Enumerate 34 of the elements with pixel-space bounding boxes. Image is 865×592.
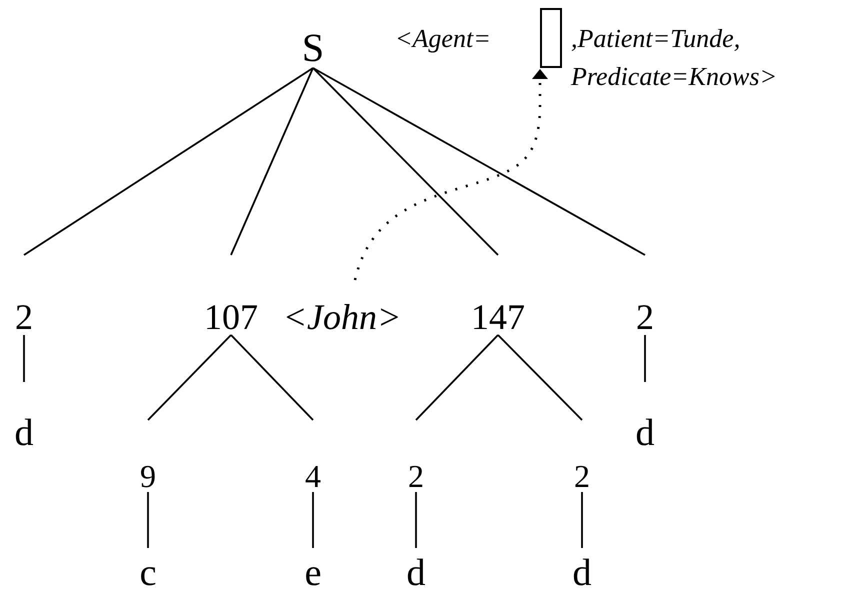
tree-label: 2 <box>15 299 33 335</box>
tree-label: 9 <box>140 460 156 492</box>
tree-branch-line <box>147 334 232 421</box>
tree-branch-line <box>23 335 25 382</box>
tree-label: d <box>14 414 34 452</box>
tree-label: d <box>406 554 426 592</box>
tree-branch-line <box>230 334 314 421</box>
tree-branch-line <box>497 334 583 421</box>
tree-branch-line <box>415 492 417 548</box>
annotation-text: <Agent= <box>395 23 491 55</box>
tree-label: 147 <box>471 299 525 335</box>
tree-branch-line <box>312 67 499 256</box>
annotation-text: ,Patient=Tunde, Predicate=Knows> <box>571 23 778 93</box>
tree-branch-line <box>644 335 646 382</box>
tree-label: c <box>140 554 156 592</box>
tree-branch-line <box>147 492 149 548</box>
tree-label: e <box>304 554 322 592</box>
empty-slot-box <box>540 8 562 68</box>
tree-label: 2 <box>574 460 590 492</box>
tree-branch-line <box>24 67 314 256</box>
tree-label: 2 <box>636 299 654 335</box>
tree-label: d <box>572 554 592 592</box>
tree-branch-line <box>230 68 314 256</box>
tree-label: S <box>302 28 324 68</box>
tree-branch-line <box>415 334 499 421</box>
tree-branch-line <box>312 492 314 548</box>
tree-label: 2 <box>408 460 424 492</box>
tree-branch-line <box>581 492 583 548</box>
tree-label: d <box>636 414 654 452</box>
dotted-arrow <box>354 69 548 280</box>
tree-label: <John> <box>282 299 402 335</box>
tree-label: 107 <box>204 299 258 335</box>
tree-label: 4 <box>305 460 321 492</box>
tree-branch-line <box>312 67 646 256</box>
